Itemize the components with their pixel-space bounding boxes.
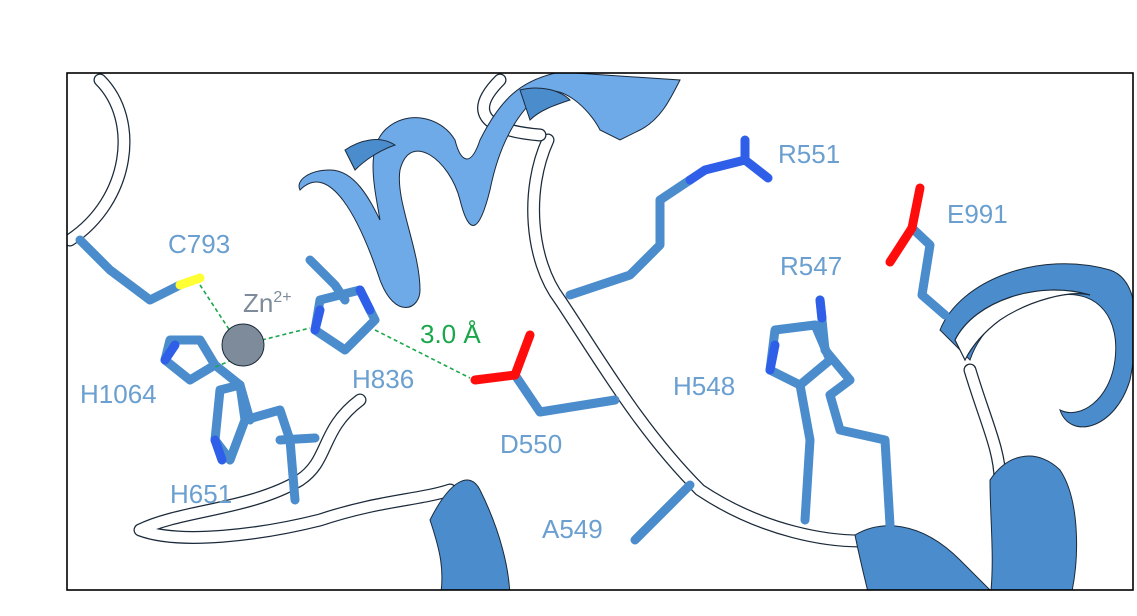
- coil-tubes: [67, 73, 1007, 548]
- label-distance: 3.0 Å: [420, 319, 481, 349]
- c793-sulfur: [175, 273, 205, 290]
- sheet-bottom-right: [989, 455, 1078, 590]
- hydrogen-bond-icon: [374, 329, 471, 379]
- c793-sidechain: [75, 235, 185, 305]
- sheet-bottom-center: [854, 525, 991, 590]
- sheet-arrows: [429, 455, 1078, 590]
- label-h651: H651: [170, 479, 232, 509]
- label-zn: Zn2+: [243, 288, 292, 318]
- label-r551: R551: [778, 139, 840, 169]
- label-r547: R547: [780, 251, 842, 281]
- label-h836: H836: [352, 364, 414, 394]
- helix-ribbon: [298, 73, 681, 308]
- e991-sidechain: [907, 223, 950, 320]
- residue-sticks: [75, 135, 950, 545]
- label-c793: C793: [168, 229, 230, 259]
- coordination-bond-icon: [212, 359, 233, 369]
- coordination-bond-icon: [261, 327, 311, 341]
- label-h1064: H1064: [80, 379, 157, 409]
- label-e991: E991: [947, 199, 1008, 229]
- label-d550: D550: [500, 429, 562, 459]
- right-curl: [939, 263, 1133, 428]
- curl-inner: [954, 289, 1091, 362]
- a549-sidechain: [630, 480, 695, 545]
- r551-sidechain: [565, 175, 695, 300]
- r547-sidechain: [815, 295, 895, 530]
- interaction-lines: [199, 284, 471, 379]
- figure-frame: [66, 72, 1134, 591]
- label-a549: A549: [542, 514, 603, 544]
- zinc-ion-icon: [221, 323, 265, 367]
- d550-sidechain: [510, 370, 620, 417]
- h651-ring: [210, 380, 250, 465]
- labels: C793 Zn2+ 3.0 Å H836 H1064 H651 D550 A54…: [80, 139, 1008, 544]
- structure-layer: [67, 73, 1133, 590]
- coordination-bond-icon: [199, 284, 237, 341]
- helix-back-1: [344, 139, 397, 171]
- helix-back-2: [519, 87, 571, 121]
- sheet-bottom-left: [429, 479, 511, 590]
- label-h548: H548: [673, 371, 735, 401]
